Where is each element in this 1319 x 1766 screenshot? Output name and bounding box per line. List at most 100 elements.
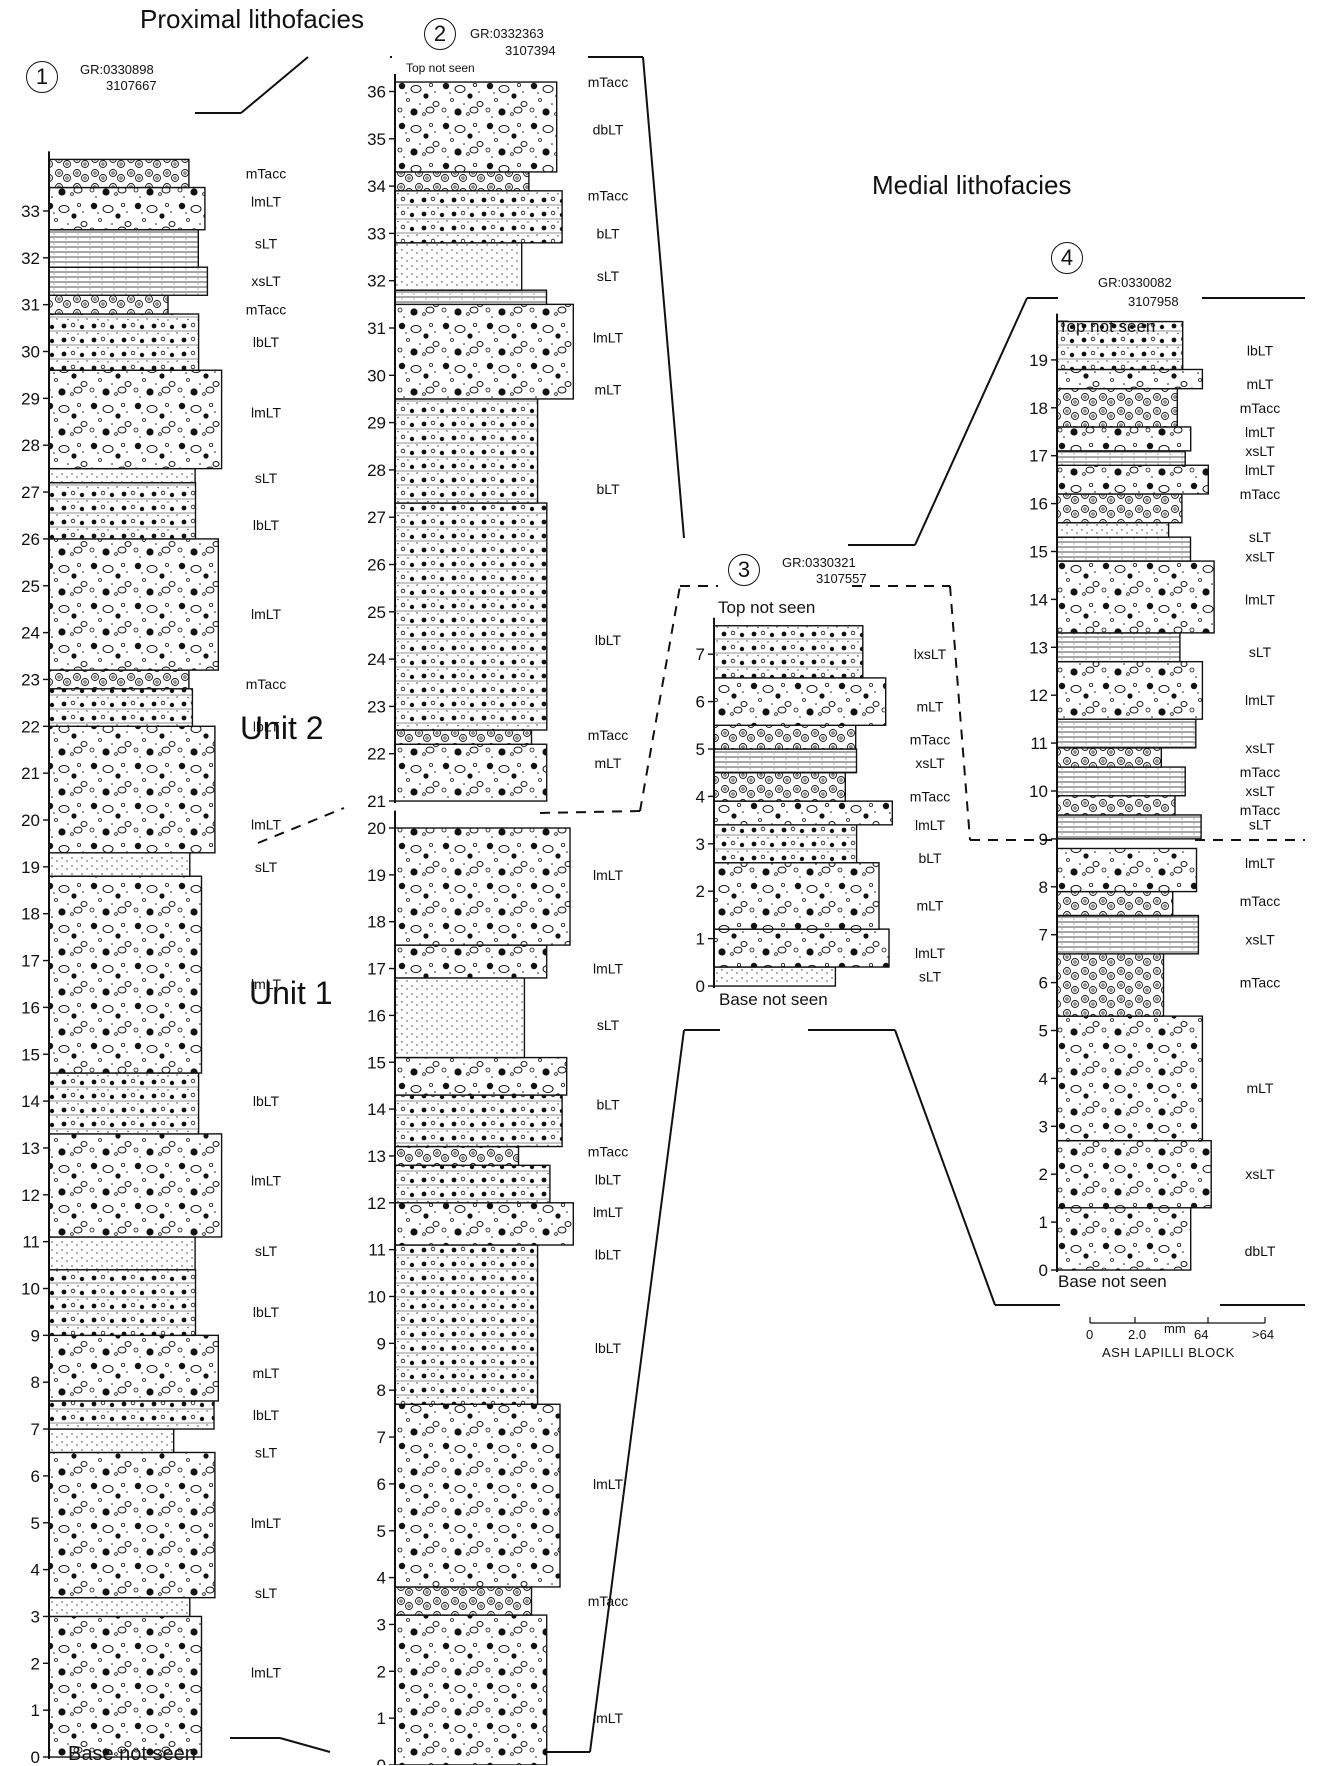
bed-lmlt bbox=[49, 1616, 202, 1757]
height-tick-label: 4 bbox=[377, 1569, 386, 1588]
section-4-gr: GR:0330082 bbox=[1098, 275, 1172, 290]
facies-label: mTacc bbox=[1240, 486, 1280, 502]
bed-mtacc bbox=[49, 670, 189, 689]
height-tick-label: 22 bbox=[367, 745, 386, 764]
bed-lblt bbox=[49, 1073, 199, 1134]
height-tick-label: 17 bbox=[1029, 447, 1048, 466]
height-tick-label: 9 bbox=[1039, 830, 1048, 849]
facies-label: sLT bbox=[919, 969, 942, 985]
height-tick-label: 23 bbox=[367, 697, 386, 716]
bed-mtacc bbox=[395, 1147, 519, 1166]
facies-label: mTacc bbox=[1240, 400, 1280, 416]
height-tick-label: 32 bbox=[367, 272, 386, 291]
bed-blt bbox=[714, 825, 857, 863]
bed-lmlt bbox=[395, 1404, 560, 1587]
legend-tick-0: 0 bbox=[1086, 1327, 1093, 1342]
facies-label: lmLT bbox=[915, 945, 946, 961]
bed-slt bbox=[1057, 523, 1169, 537]
height-tick-label: 13 bbox=[1029, 638, 1048, 657]
height-tick-label: 17 bbox=[21, 952, 40, 971]
bed-slt bbox=[49, 230, 198, 268]
height-tick-label: 3 bbox=[696, 835, 705, 854]
facies-label: lmLT bbox=[251, 817, 282, 833]
height-tick-label: 26 bbox=[21, 530, 40, 549]
height-tick-label: 30 bbox=[367, 366, 386, 385]
bed-lblt bbox=[49, 314, 199, 370]
bed-blt bbox=[395, 1095, 562, 1147]
bed-mtacc bbox=[395, 172, 529, 191]
facies-label: lmLT bbox=[1245, 462, 1276, 478]
height-tick-label: 3 bbox=[1039, 1117, 1048, 1136]
bed-mtacc bbox=[49, 295, 168, 314]
unit-1-label: Unit 1 bbox=[249, 975, 333, 1012]
unit-2-label: Unit 2 bbox=[240, 710, 324, 747]
height-tick-label: 25 bbox=[21, 577, 40, 596]
facies-label: sLT bbox=[255, 470, 278, 486]
bed-mlt bbox=[49, 1335, 218, 1401]
height-tick-label: 35 bbox=[367, 130, 386, 149]
height-tick-label: 6 bbox=[696, 693, 705, 712]
bed-slt bbox=[714, 967, 835, 986]
bed-dblt bbox=[395, 82, 557, 172]
height-tick-label: 14 bbox=[367, 1100, 386, 1119]
section-2-gr: GR:0332363 bbox=[470, 26, 544, 41]
unit-boundary-dashed bbox=[640, 586, 680, 811]
height-tick-label: 8 bbox=[31, 1373, 40, 1392]
bed-lmlt bbox=[49, 539, 218, 670]
facies-label: bLT bbox=[918, 850, 942, 866]
facies-label: mLT bbox=[1247, 376, 1274, 392]
height-tick-label: 27 bbox=[21, 483, 40, 502]
height-tick-label: 11 bbox=[368, 1241, 386, 1260]
bed-lmlt bbox=[714, 929, 889, 967]
height-tick-label: 28 bbox=[21, 436, 40, 455]
facies-label: xsLT bbox=[1245, 443, 1275, 459]
section-3-gr-northing: 3107557 bbox=[816, 571, 867, 586]
bed-mlt bbox=[1057, 1016, 1202, 1141]
height-tick-label: 12 bbox=[1029, 686, 1048, 705]
facies-label: lmLT bbox=[1245, 591, 1276, 607]
height-tick-label: 1 bbox=[1039, 1213, 1048, 1232]
bed-xslt bbox=[1057, 916, 1198, 954]
bed-lblt bbox=[49, 1270, 196, 1336]
facies-label: bLT bbox=[596, 225, 620, 241]
bed-lmlt bbox=[49, 726, 215, 853]
height-tick-label: 8 bbox=[377, 1381, 386, 1400]
bed-xslt bbox=[1057, 451, 1185, 465]
facies-label: dbLT bbox=[593, 121, 624, 137]
facies-label: sLT bbox=[1249, 529, 1272, 545]
facies-label: lmLT bbox=[251, 606, 282, 622]
facies-label: mLT bbox=[917, 897, 944, 913]
bed-lblt bbox=[395, 1165, 550, 1203]
height-tick-label: 34 bbox=[367, 177, 386, 196]
bed-slt bbox=[395, 978, 524, 1058]
height-tick-label: 4 bbox=[696, 787, 705, 806]
height-tick-label: 31 bbox=[21, 296, 40, 315]
height-tick-label: 19 bbox=[21, 858, 40, 877]
facies-label: lmLT bbox=[251, 404, 282, 420]
facies-label: sLT bbox=[1249, 644, 1272, 660]
facies-label: mTacc bbox=[910, 788, 950, 804]
bed-mlt bbox=[1057, 369, 1202, 388]
height-tick-label: 5 bbox=[377, 1522, 386, 1541]
facies-label: mTacc bbox=[246, 165, 286, 181]
height-tick-label: 6 bbox=[1039, 974, 1048, 993]
height-tick-label: 29 bbox=[21, 389, 40, 408]
height-tick-label: 7 bbox=[377, 1428, 386, 1447]
facies-label: mTacc bbox=[246, 676, 286, 692]
unit-boundary-dashed bbox=[540, 811, 640, 813]
height-tick-label: 32 bbox=[21, 249, 40, 268]
facies-label: lbLT bbox=[253, 334, 280, 350]
bed-lblt bbox=[395, 1245, 538, 1404]
height-tick-label: 18 bbox=[21, 905, 40, 924]
height-tick-label: 7 bbox=[696, 645, 705, 664]
bed-mlt bbox=[395, 744, 547, 801]
legend-tick-gt64: >64 bbox=[1252, 1327, 1274, 1342]
medial-heading: Medial lithofacies bbox=[872, 170, 1071, 201]
height-tick-label: 9 bbox=[377, 1334, 386, 1353]
section-3-number: 3 bbox=[728, 554, 760, 586]
height-tick-label: 26 bbox=[367, 556, 386, 575]
bed-slt bbox=[395, 243, 522, 290]
facies-label: mTacc bbox=[588, 727, 628, 743]
facies-label: lxsLT bbox=[914, 646, 947, 662]
